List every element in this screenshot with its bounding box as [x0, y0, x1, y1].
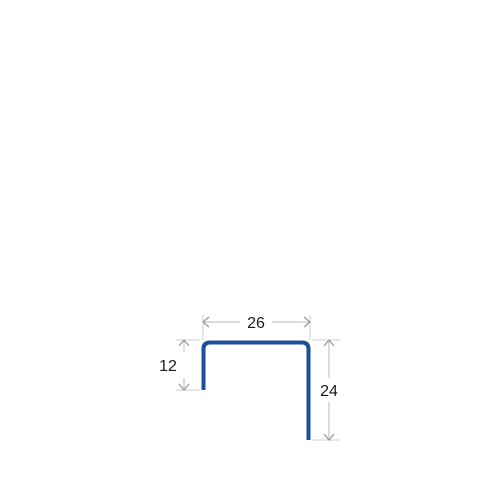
right-height-dimension: 24	[312, 338, 340, 442]
right-height-arrow-up-icon	[323, 338, 335, 347]
width-label: 26	[247, 315, 265, 332]
width-dimension: 26	[201, 315, 312, 340]
width-arrow-right-icon	[303, 316, 312, 328]
left-height-dimension: 12	[159, 338, 200, 392]
left-height-arrow-up-icon	[178, 338, 190, 347]
right-height-arrow-down-icon	[323, 433, 335, 442]
width-arrow-left-icon	[201, 316, 210, 328]
profile-shape	[201, 340, 311, 440]
left-height-arrow-down-icon	[178, 383, 190, 392]
left-height-label: 12	[159, 358, 177, 375]
right-height-label: 24	[320, 383, 338, 400]
